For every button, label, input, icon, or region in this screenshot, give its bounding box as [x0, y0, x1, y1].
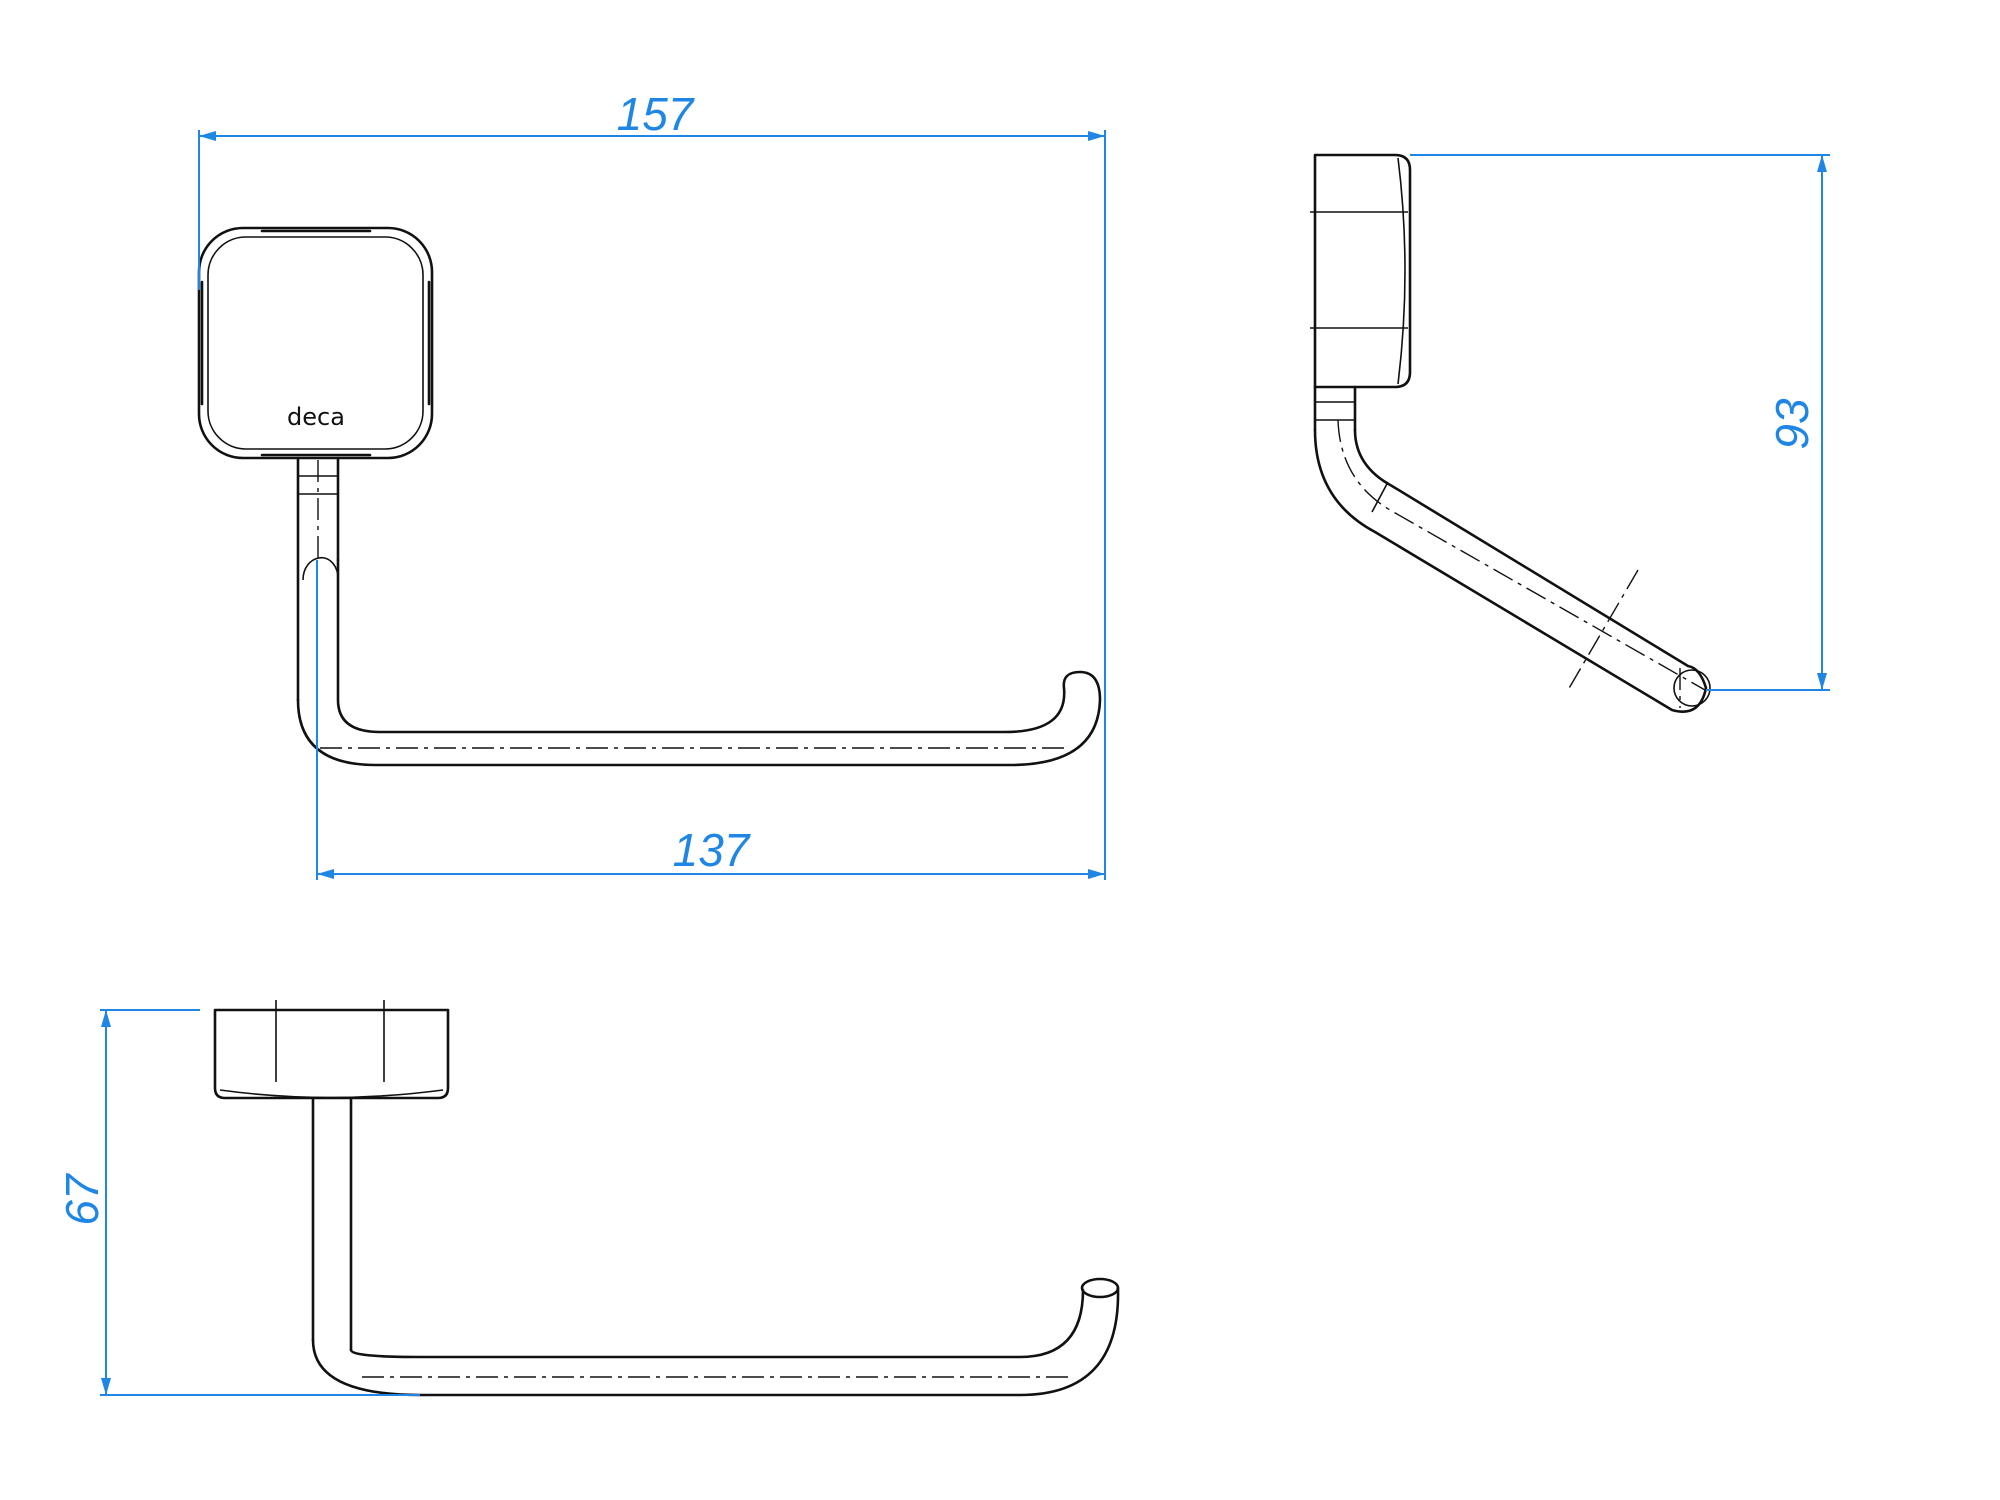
- dim-137: 137: [316, 560, 1105, 880]
- side-arm-centerline: [1337, 419, 1706, 691]
- side-cut-line: [1567, 569, 1639, 691]
- dim-137-label: 137: [673, 824, 751, 876]
- top-arm: [311, 1286, 1120, 1397]
- side-view: [1310, 153, 1711, 713]
- front-wall-plate-inner: [207, 236, 424, 450]
- side-neck-ring: [1315, 401, 1355, 421]
- side-arm: [1313, 428, 1708, 713]
- dim-67: 67: [56, 1009, 420, 1396]
- front-bend-highlight: [302, 557, 339, 581]
- front-plate-edge-marks: [200, 229, 431, 457]
- top-arm-end: [1080, 1277, 1120, 1299]
- dim-157-label: 157: [617, 88, 695, 140]
- side-end-cap: [1673, 669, 1711, 707]
- side-neck: [1313, 385, 1357, 432]
- side-plate-lines: [1310, 211, 1408, 329]
- front-wall-plate-outer: [197, 226, 434, 460]
- side-plate-rim: [1397, 157, 1406, 385]
- dim-67-label: 67: [56, 1173, 108, 1226]
- dim-93: 93: [1410, 154, 1830, 691]
- dim-93-label: 93: [1766, 398, 1818, 450]
- front-view: deca: [197, 226, 1102, 767]
- top-stem: [311, 1096, 353, 1352]
- top-wall-plate: [213, 1008, 450, 1100]
- front-arm-outer: [296, 558, 1102, 767]
- top-plate-base: [219, 1089, 444, 1099]
- front-stem: [296, 456, 340, 702]
- brand-logo: deca: [287, 403, 345, 431]
- side-wall-plate: [1313, 153, 1412, 389]
- top-view: [213, 1000, 1120, 1397]
- side-arm-joint: [1371, 481, 1389, 513]
- dim-157: 157: [198, 88, 1106, 880]
- top-plate-lines: [275, 1000, 385, 1082]
